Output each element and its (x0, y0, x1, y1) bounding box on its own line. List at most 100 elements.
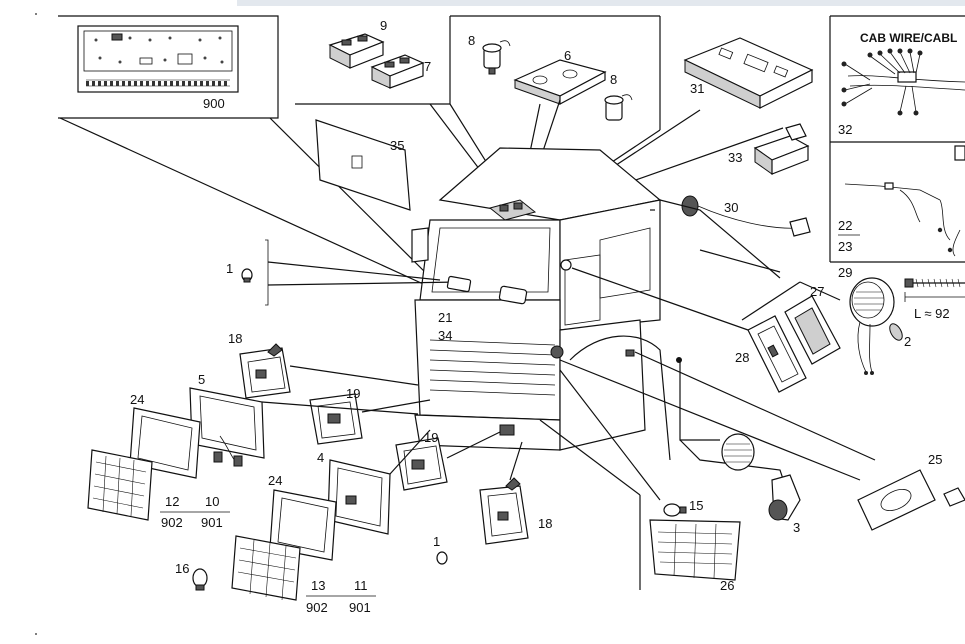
headlamp-housing-4 (327, 459, 391, 535)
callout-1-lower: 1 (433, 534, 440, 549)
washer-2 (889, 323, 903, 341)
leader-line (446, 431, 501, 459)
lamp-19-upper (309, 393, 363, 445)
round-lamp-29 (849, 277, 895, 375)
truck-cab (411, 147, 671, 461)
callout-900: 900 (203, 96, 225, 111)
gasket-28 (747, 315, 807, 393)
callout-9: 9 (380, 18, 387, 33)
callout-1-upper: 1 (226, 261, 233, 276)
scan-dot (35, 633, 37, 635)
callout-35: 35 (390, 138, 404, 153)
callout-27: 27 (810, 284, 824, 299)
callout-24-lower: 24 (268, 473, 282, 488)
gasket-24-lower (269, 489, 337, 561)
screw-92 (904, 278, 965, 302)
lamp-base-27 (784, 295, 841, 365)
cab-wire-panel (829, 15, 965, 263)
callout-5: 5 (198, 372, 205, 387)
callout-21: 21 (438, 310, 452, 325)
work-lamp-18-lower (479, 477, 529, 545)
callout-30: 30 (724, 200, 738, 215)
indicator-26 (649, 519, 741, 581)
marker-lamp-21 (446, 275, 528, 305)
leader-line (59, 117, 433, 289)
callout-22: 22 (838, 218, 852, 233)
leader-line (261, 401, 419, 415)
bulb-1-upper (241, 268, 253, 283)
callout-26: 26 (720, 578, 734, 593)
leader-line (539, 419, 641, 496)
bracket (265, 239, 269, 306)
bulb-15 (663, 503, 687, 517)
callout-31: 31 (690, 81, 704, 96)
callout-33: 33 (728, 150, 742, 165)
bulb-1-lower (436, 551, 448, 565)
callout-18-lower: 18 (538, 516, 552, 531)
callout-19-lower: 19 (424, 430, 438, 445)
screw-dot (676, 357, 682, 363)
callout-28: 28 (735, 350, 749, 365)
bulb-16 (192, 568, 208, 591)
callout-12: 12 (165, 494, 179, 509)
callout-7: 7 (424, 59, 431, 74)
leader-line (659, 199, 781, 279)
callout-25: 25 (928, 452, 942, 467)
headlamp-13 (231, 535, 301, 601)
headlamp-12 (87, 449, 153, 521)
callout-16: 16 (175, 561, 189, 576)
callout-11: 11 (354, 578, 368, 593)
callout-23: 23 (838, 239, 852, 254)
panel-35 (315, 119, 411, 211)
leader-line (509, 441, 523, 481)
callout-8-right: 8 (610, 72, 617, 87)
callout-15: 15 (689, 498, 703, 513)
callout-10: 10 (205, 494, 219, 509)
side-marker-25 (857, 469, 965, 531)
connector-30 (681, 195, 811, 237)
callout-34: 34 (438, 328, 452, 343)
leader-line (699, 249, 781, 273)
callout-32: 32 (838, 122, 852, 137)
bulb-socket-8-right (604, 94, 633, 121)
leader-line (679, 360, 720, 441)
switch-7 (370, 54, 425, 89)
fuse-board-panel (58, 15, 279, 119)
callout-901-lower: 901 (349, 600, 371, 615)
round-grille (721, 433, 755, 471)
callout-24-upper: 24 (130, 392, 144, 407)
work-lamp-18-upper (239, 343, 291, 399)
leader-line (571, 267, 749, 331)
grommet-3 (768, 474, 801, 521)
callout-8-top: 8 (468, 33, 475, 48)
leader-line (267, 281, 461, 286)
lamp-19-lower (395, 437, 448, 491)
lamp-bracket-box (741, 281, 841, 321)
callout-902-upper: 902 (161, 515, 183, 530)
scan-dot (35, 13, 37, 15)
leader-line (559, 369, 661, 501)
callout-2: 2 (904, 334, 911, 349)
callout-3: 3 (793, 520, 800, 535)
bulb-socket-8-top (482, 40, 511, 75)
dome-light-6 (513, 59, 607, 105)
callout-6: 6 (564, 48, 571, 63)
callout-4: 4 (317, 450, 324, 465)
leader-line (389, 429, 431, 475)
callout-29: 29 (838, 265, 852, 280)
callout-901-upper: 901 (201, 515, 223, 530)
leader-line (289, 365, 419, 386)
callout-902-lower: 902 (306, 600, 328, 615)
leader-line (267, 261, 441, 281)
relay-holder-33 (753, 123, 810, 175)
overhead-console-31 (683, 37, 814, 109)
leader-line (634, 351, 876, 461)
callout-18-upper: 18 (228, 331, 242, 346)
leader-line (559, 359, 861, 481)
callout-19-upper: 19 (346, 386, 360, 401)
top-toolbar-strip (237, 0, 965, 6)
headlamp-housing-5 (189, 387, 265, 467)
overhead-switch-panel-box (295, 15, 661, 130)
callout-92: L ≈ 92 (914, 306, 950, 321)
